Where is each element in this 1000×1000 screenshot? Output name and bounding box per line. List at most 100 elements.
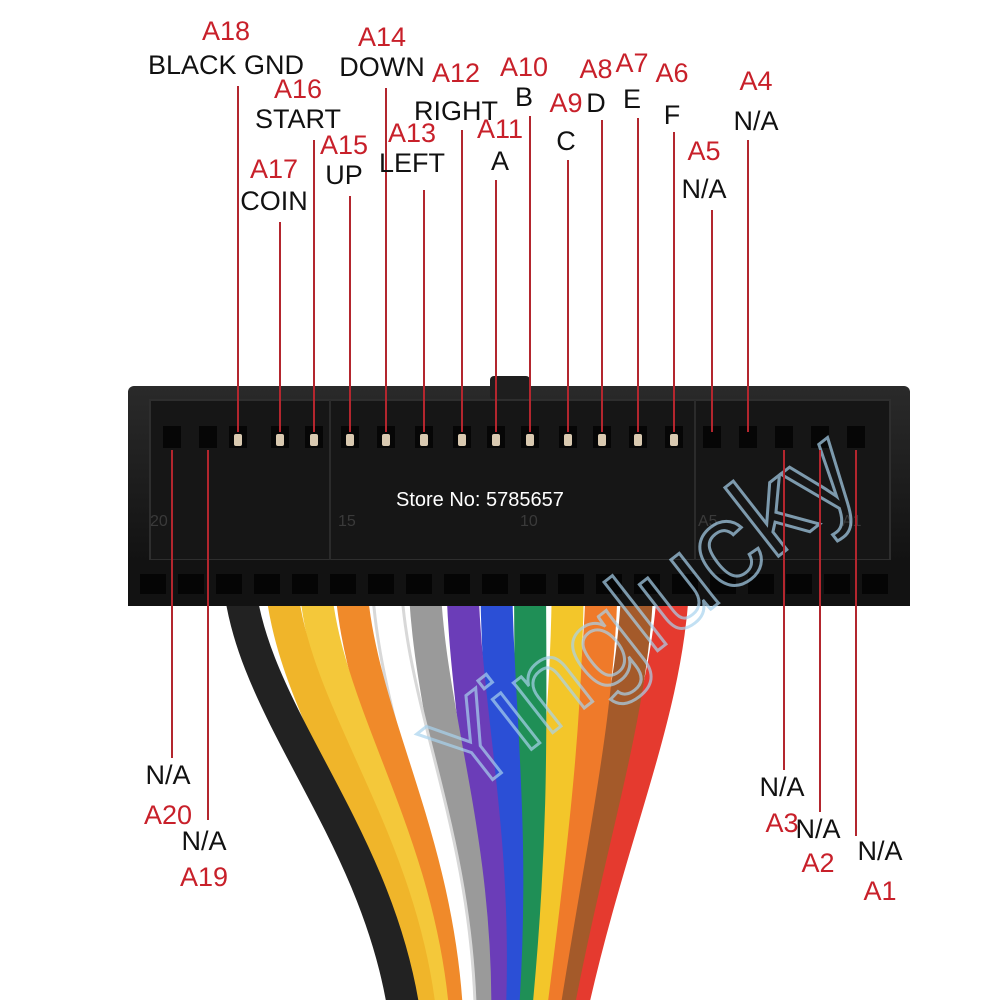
pin-function: N/A	[181, 826, 226, 856]
wire-a7	[543, 544, 654, 1000]
pin-function: RIGHT	[414, 96, 498, 126]
rail-slot	[786, 574, 812, 594]
rail-slot	[634, 574, 660, 594]
pin-slot-a1	[847, 426, 865, 448]
wire-a17	[264, 544, 435, 1000]
pin-slot-a19	[199, 426, 217, 448]
pin-labels: N/AA1N/AA2N/AA3N/AA4N/AA5FA6EA7DA8CA9BA1…	[144, 16, 903, 906]
pin-contact-a14	[382, 434, 390, 446]
pin-function: D	[586, 88, 606, 118]
pin-label-a4: N/A A4	[733, 66, 778, 136]
rail-slot	[482, 574, 508, 594]
rail-slot	[862, 574, 888, 594]
pin-contact-a10	[526, 434, 534, 446]
rail-slot	[216, 574, 242, 594]
pin-label-a8: D A8	[579, 54, 612, 118]
pin-code: A14	[358, 22, 406, 52]
pin-code: A2	[801, 848, 834, 878]
pin-function: UP	[325, 160, 363, 190]
pin-marker-a5: A5	[698, 513, 718, 530]
pin-function: N/A	[733, 106, 778, 136]
rail-slot	[710, 574, 736, 594]
pin-function: N/A	[145, 760, 190, 790]
pin-label-a3: N/A A3	[759, 772, 804, 838]
pin-code: A10	[500, 52, 548, 82]
pin-code: A16	[274, 74, 322, 104]
housing-latch	[490, 376, 530, 400]
pin-contact-a9	[564, 434, 572, 446]
pin-function: B	[515, 82, 533, 112]
pin-code: A5	[687, 136, 720, 166]
rail-slot	[558, 574, 584, 594]
pin-label-a19: N/A A19	[180, 826, 228, 892]
rail-slot	[672, 574, 698, 594]
wire-a9	[515, 544, 584, 1000]
rail-slot	[444, 574, 470, 594]
pin-function: BLACK GND	[148, 50, 304, 80]
pin-function: N/A	[681, 174, 726, 204]
rail-slot	[748, 574, 774, 594]
pin-code: A19	[180, 862, 228, 892]
pin-slot-a20	[163, 426, 181, 448]
rail-slot	[140, 574, 166, 594]
pin-slot-a2	[811, 426, 829, 448]
pin-contact-a12	[458, 434, 466, 446]
rail-slot	[330, 574, 356, 594]
pin-code: A18	[202, 16, 250, 46]
pin-contact-a16	[310, 434, 318, 446]
pin-slots	[163, 426, 865, 448]
pin-code: A13	[388, 118, 436, 148]
pin-label-a18: BLACK GND A18	[148, 16, 304, 80]
pin-label-a7: E A7	[615, 48, 648, 114]
pin-contact-a6	[670, 434, 678, 446]
pin-label-a9: C A9	[549, 88, 582, 156]
wire-a13	[408, 544, 492, 1000]
pin-function: DOWN	[339, 52, 424, 82]
pin-code: A8	[579, 54, 612, 84]
pin-code: A3	[765, 808, 798, 838]
pin-code: A4	[739, 66, 772, 96]
wire-a12	[446, 544, 507, 1000]
rail-slot	[368, 574, 394, 594]
pin-code: A6	[655, 58, 688, 88]
rail-slot	[292, 574, 318, 594]
pin-label-a1: N/AA1	[857, 836, 902, 906]
connector-housing: 20 15 10 A5 A1 Store No: 5785657	[128, 376, 910, 606]
pin-function: N/A	[759, 772, 804, 802]
rail-slot	[254, 574, 280, 594]
pin-function: N/A	[857, 836, 902, 866]
pin-code: A17	[250, 154, 298, 184]
pin-contact-a13	[420, 434, 428, 446]
pin-marker-10: 10	[520, 513, 538, 530]
pin-code: A11	[477, 114, 523, 144]
pin-label-a5: N/A A5	[681, 136, 726, 204]
wire-a14-highlight	[373, 559, 474, 1000]
pin-code: A9	[549, 88, 582, 118]
pin-label-a6: F A6	[655, 58, 688, 130]
pin-code: A20	[144, 800, 192, 830]
pin-function: E	[623, 84, 641, 114]
pin-contact-a7	[634, 434, 642, 446]
wire-bundle	[222, 544, 690, 1000]
pin-contact-a8	[598, 434, 606, 446]
pin-function: COIN	[240, 186, 308, 216]
pin-slot-a3	[775, 426, 793, 448]
rail-slots	[140, 574, 888, 594]
wire-a6	[557, 544, 690, 1000]
wire-a15	[334, 544, 463, 1000]
pin-function: C	[556, 126, 576, 156]
pin-function: A	[491, 146, 509, 176]
pin-code: A7	[615, 48, 648, 78]
pin-function: F	[664, 100, 681, 130]
pin-code: A15	[320, 130, 368, 160]
pin-function: LEFT	[379, 148, 445, 178]
